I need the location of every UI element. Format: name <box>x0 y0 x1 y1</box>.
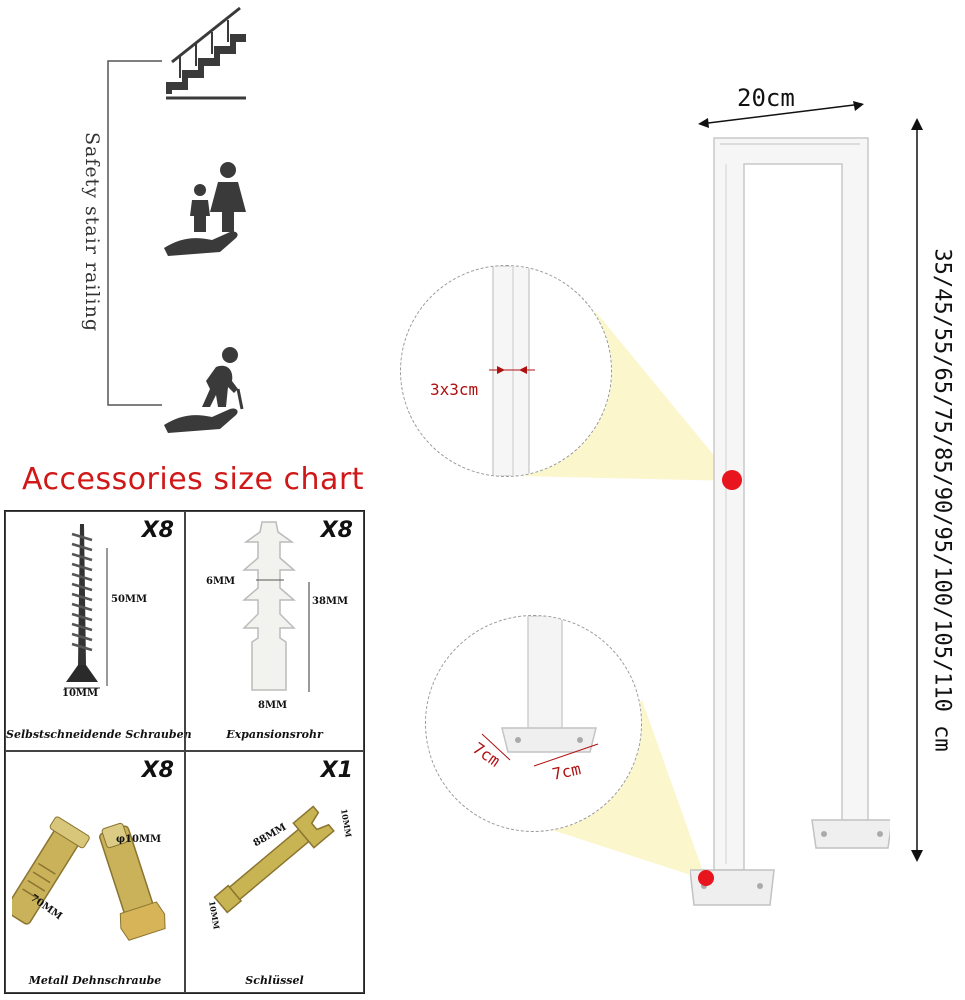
accessories-grid: X8 50MM 10MM Selbstschneidende Schrauben… <box>4 510 365 994</box>
screw-icon <box>64 524 100 689</box>
anchor-icon <box>241 521 297 691</box>
railing-product <box>690 137 890 906</box>
quantity-badge: X8 <box>141 518 174 543</box>
anchor-neck-label: 6MM <box>206 576 236 587</box>
accessory-cell-screw: X8 50MM 10MM Selbstschneidende Schrauben <box>5 511 192 751</box>
tube-size-label: 3x3cm <box>430 380 479 399</box>
tube-detail-circle <box>400 265 612 477</box>
family-hand-icon <box>164 162 246 256</box>
quantity-badge: X1 <box>320 758 353 783</box>
height-options-label: 35/45/55/65/75/85/90/95/100/105/110 cm <box>929 248 955 752</box>
width-label: 20cm <box>737 84 795 112</box>
accessory-cell-wrench: X1 88MM 10MM 10MM Schlüssel <box>185 751 364 993</box>
accessory-caption: Metall Dehnschraube <box>28 974 162 987</box>
feature-bracket <box>107 60 162 406</box>
height-dimension-arrow <box>911 118 923 862</box>
accessory-caption: Expansionsrohr <box>226 728 323 741</box>
accessories-title: Accessories size chart <box>22 462 365 497</box>
anchor-length-line <box>308 582 310 692</box>
accessory-caption: Selbstschneidende Schrauben <box>6 728 192 741</box>
width-dimension-arrow <box>698 101 864 128</box>
screw-length-label: 50MM <box>111 594 148 605</box>
anchor-width-label: 8MM <box>258 700 288 711</box>
anchor-length-label: 38MM <box>312 596 349 607</box>
wrench-icon <box>213 805 335 914</box>
elderly-hand-icon <box>164 347 244 433</box>
screw-width-label: 10MM <box>62 688 99 699</box>
quantity-badge: X8 <box>320 518 353 543</box>
plate-detail-circle <box>425 615 642 832</box>
bolt-icon <box>12 816 166 941</box>
tube-marker-dot <box>722 470 742 490</box>
plate-marker-dot <box>698 870 714 886</box>
quantity-badge: X8 <box>141 758 174 783</box>
screw-length-line <box>106 548 108 686</box>
stairs-icon <box>166 6 246 100</box>
accessory-caption: Schlüssel <box>245 974 304 987</box>
accessory-cell-bolt: X8 φ10MM 70MM Metall Dehnschraube <box>5 751 185 993</box>
accessory-cell-anchor: X8 6MM 38MM 8MM Expansionsrohr <box>185 511 364 751</box>
bolt-diameter-label: φ10MM <box>116 834 162 845</box>
